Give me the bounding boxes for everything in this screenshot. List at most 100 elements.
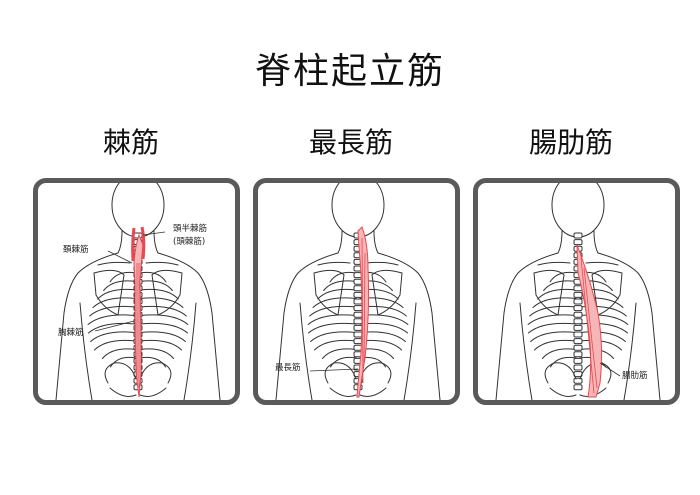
diagram-title: 脊柱起立筋 bbox=[254, 51, 445, 92]
label-spinalis-thoracis: 胸棘筋 bbox=[58, 328, 84, 338]
waist-outline bbox=[299, 302, 417, 400]
pelvis-iliac-crest bbox=[544, 362, 612, 384]
rib-left bbox=[90, 331, 137, 342]
pelvis-lower bbox=[329, 387, 387, 397]
waist-outline bbox=[79, 302, 197, 400]
panel-longissimus: 最長筋 bbox=[253, 178, 460, 405]
vertebra bbox=[573, 318, 583, 325]
rib-left bbox=[527, 322, 577, 334]
rib-right bbox=[579, 339, 623, 351]
skeleton-group bbox=[495, 183, 661, 400]
longissimus-muscle-overlay bbox=[309, 226, 370, 398]
rib-left bbox=[93, 339, 137, 351]
rib-left bbox=[313, 339, 357, 351]
rib-right bbox=[579, 314, 629, 325]
label-iliocostalis: 腸肋筋 bbox=[622, 371, 648, 381]
vertebra bbox=[573, 344, 583, 351]
vertebra bbox=[573, 351, 583, 358]
rib-right bbox=[139, 331, 186, 342]
rib-left bbox=[109, 271, 137, 283]
rib-left bbox=[321, 348, 357, 359]
rib-right bbox=[139, 339, 183, 351]
rib-left bbox=[532, 297, 577, 308]
left-body-outline bbox=[495, 252, 559, 400]
rib-left bbox=[541, 348, 577, 359]
rib-left bbox=[103, 280, 137, 291]
rib-left bbox=[527, 314, 577, 325]
rib-right bbox=[579, 322, 629, 334]
label-spinalis-capitis: (頭棘筋) bbox=[173, 237, 206, 247]
semispinalis-capitis-muscle bbox=[140, 226, 146, 260]
rib-left bbox=[87, 322, 137, 334]
rib-left bbox=[97, 288, 137, 300]
left-body-outline bbox=[275, 252, 339, 400]
rib-right bbox=[139, 305, 187, 317]
rib-left bbox=[537, 288, 577, 300]
rib-left bbox=[101, 348, 137, 359]
leader-line-capitis bbox=[142, 231, 166, 236]
vertebra bbox=[573, 364, 583, 371]
rib-left bbox=[317, 288, 357, 300]
thoracic-spinalis-muscle bbox=[133, 233, 144, 398]
rib-left bbox=[87, 314, 137, 325]
cervical-spinalis-muscle bbox=[131, 227, 136, 262]
panel-title-iliocostalis: 腸肋筋 bbox=[528, 126, 613, 159]
panel-iliocostalis: 腸肋筋 bbox=[473, 178, 680, 405]
rib-left bbox=[323, 280, 357, 291]
label-semispinalis-capitis: 頭半棘筋 bbox=[173, 224, 208, 234]
clavicles bbox=[317, 261, 399, 266]
rib-right bbox=[139, 297, 184, 308]
vertebra bbox=[573, 232, 583, 239]
rib-left bbox=[92, 297, 137, 308]
panel-title-spinalis: 棘筋 bbox=[102, 126, 159, 159]
vertebra bbox=[573, 338, 583, 345]
clavicles bbox=[97, 261, 179, 266]
leader-line-cervical bbox=[107, 250, 133, 264]
leader-line-iliocostalis bbox=[599, 362, 621, 377]
rib-right bbox=[139, 288, 179, 300]
leader-line-longissimus bbox=[309, 368, 359, 372]
rib-left bbox=[549, 356, 577, 368]
panel-title-longissimus: 最長筋 bbox=[308, 126, 393, 159]
spinalis-muscle-overlay bbox=[94, 226, 166, 398]
rib-left bbox=[109, 356, 137, 368]
rib-left bbox=[529, 305, 577, 317]
rib-right bbox=[139, 271, 167, 283]
label-longissimus: 最長筋 bbox=[275, 363, 301, 373]
pelvis-iliac-crest bbox=[104, 362, 172, 384]
rib-right bbox=[139, 314, 189, 325]
vertebra bbox=[573, 291, 583, 298]
pelvis-iliac-crest bbox=[324, 362, 392, 384]
right-body-outline bbox=[597, 252, 661, 400]
right-body-outline bbox=[377, 252, 441, 400]
rib-right bbox=[579, 331, 626, 342]
rib-right bbox=[139, 280, 173, 291]
panel-spinalis: 頭半棘筋 (頭棘筋) 頚棘筋 胸棘筋 bbox=[33, 178, 240, 405]
rib-left bbox=[530, 331, 577, 342]
rib-left bbox=[543, 280, 577, 291]
rib-left bbox=[533, 339, 577, 351]
iliocostalis-muscle bbox=[576, 244, 603, 398]
right-body-outline bbox=[157, 252, 221, 400]
rib-left bbox=[312, 297, 357, 308]
clavicles bbox=[537, 261, 619, 266]
vertebra bbox=[573, 305, 583, 312]
neck-outline bbox=[337, 230, 379, 254]
waist-outline bbox=[519, 302, 637, 400]
left-body-outline bbox=[55, 252, 119, 400]
iliocostalis-muscle-overlay bbox=[576, 244, 621, 398]
vertebra bbox=[573, 384, 583, 391]
rib-left bbox=[329, 356, 357, 368]
rib-left bbox=[89, 305, 137, 317]
leader-line-thoracic bbox=[94, 320, 135, 332]
vertebra bbox=[573, 239, 583, 246]
back-illustration bbox=[495, 183, 661, 400]
rib-left bbox=[310, 331, 357, 342]
pelvis-lower bbox=[109, 387, 167, 397]
vertebra bbox=[573, 357, 583, 364]
rib-right bbox=[139, 348, 175, 359]
vertebra bbox=[573, 311, 583, 318]
neck-outline bbox=[557, 230, 599, 254]
rib-left bbox=[307, 314, 357, 325]
rib-left bbox=[307, 322, 357, 334]
